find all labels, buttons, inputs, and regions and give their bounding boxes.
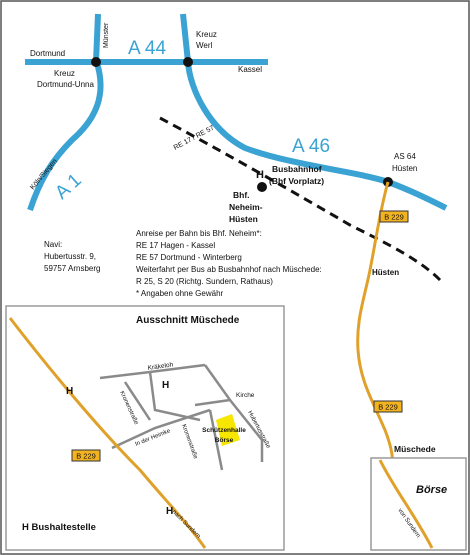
label-busbahnhof-1: Busbahnhof xyxy=(272,164,322,174)
label-kreuz-werl-1: Kreuz xyxy=(196,30,217,39)
station-dot xyxy=(257,182,267,192)
junction-kreuz-werl xyxy=(183,57,193,67)
label-bahnhof-3: Hüsten xyxy=(229,214,258,224)
b229-sign-mid-text: B 229 xyxy=(378,403,398,412)
junction-kreuz-dortmund-unna xyxy=(91,57,101,67)
bus-stop-h-2: H xyxy=(162,380,169,391)
label-a46: A 46 xyxy=(292,136,330,157)
label-bahnhof-1: Bhf. xyxy=(233,190,250,200)
navi-line-2: Hubertusstr. 9, xyxy=(44,252,96,261)
label-as64: AS 64 xyxy=(394,152,416,161)
label-kirche: Kirche xyxy=(236,392,255,399)
label-huesten-top: Hüsten xyxy=(392,164,417,173)
label-a44: A 44 xyxy=(128,38,166,59)
b229-sign-mid xyxy=(373,400,403,413)
inset-title: Ausschnitt Müschede xyxy=(136,315,240,326)
inset-frame xyxy=(5,305,285,551)
railway-line xyxy=(159,116,442,282)
label-mueschede: Müschede xyxy=(394,444,436,454)
inset-mueschede: Ausschnitt Müschede B 229 Kräkeloh Krone… xyxy=(5,305,285,551)
b229-sign-top xyxy=(379,210,409,223)
label-schuetzenhalle-1: Schützenhalle xyxy=(202,427,246,434)
highway-a46 xyxy=(185,61,448,211)
inset-road-b229 xyxy=(8,317,207,549)
inset-streets xyxy=(99,363,264,471)
label-bahnhof-2: Neheim- xyxy=(229,202,263,212)
label-kreuz-werl-2: Werl xyxy=(196,41,213,50)
label-muenster: Münster xyxy=(103,22,110,48)
navi-line-3: 59757 Arnsberg xyxy=(44,264,101,273)
label-dortmund: Dortmund xyxy=(30,49,65,58)
anreise-line-5: R 25, S 20 (Richtg. Sundern, Rathaus) xyxy=(136,277,273,286)
legend-bushaltestelle: H Bushaltestelle xyxy=(22,522,96,533)
boerse-title: Börse xyxy=(416,484,447,496)
inset-b229-sign xyxy=(71,449,101,462)
label-schuetzenhalle-2: Börse xyxy=(215,437,234,444)
anreise-line-2: RE 17 Hagen - Kassel xyxy=(136,241,215,250)
highway-north-werl xyxy=(180,13,191,63)
boerse-box: Börse von Sundern xyxy=(370,457,467,551)
venue-schuetzenhalle xyxy=(216,414,240,446)
bus-stop-h-busbahnhof: H xyxy=(256,169,264,181)
label-kassel: Kassel xyxy=(238,65,262,74)
label-huesten-rail: Hüsten xyxy=(372,268,399,277)
anreise-line-4: Weiterfahrt per Bus ab Busbahnhof nach M… xyxy=(136,265,322,274)
inset-b229-sign-text: B 229 xyxy=(76,452,96,461)
label-busbahnhof-2: (Bhf Vorplatz) xyxy=(269,176,324,186)
label-kraekeloh: Kräkeloh xyxy=(147,361,174,372)
bus-stop-h-3: H xyxy=(166,506,173,517)
highway-a1 xyxy=(27,59,104,211)
label-kreuz-du-2: Dortmund-Unna xyxy=(37,80,94,89)
anreise-line-3: RE 57 Dortmund - Winterberg xyxy=(136,253,242,262)
road-b229-main xyxy=(356,181,395,476)
highway-north-muenster xyxy=(93,13,101,63)
bus-stop-h-1: H xyxy=(66,386,73,397)
anreise-line-1: Anreise per Bahn bis Bhf. Neheim*: xyxy=(136,229,262,238)
boerse-road xyxy=(378,459,434,549)
label-kreuz-du-1: Kreuz xyxy=(54,69,75,78)
b229-sign-top-text: B 229 xyxy=(384,213,404,222)
anreise-line-6: * Angaben ohne Gewähr xyxy=(136,289,224,298)
navi-line-1: Navi: xyxy=(44,240,62,249)
